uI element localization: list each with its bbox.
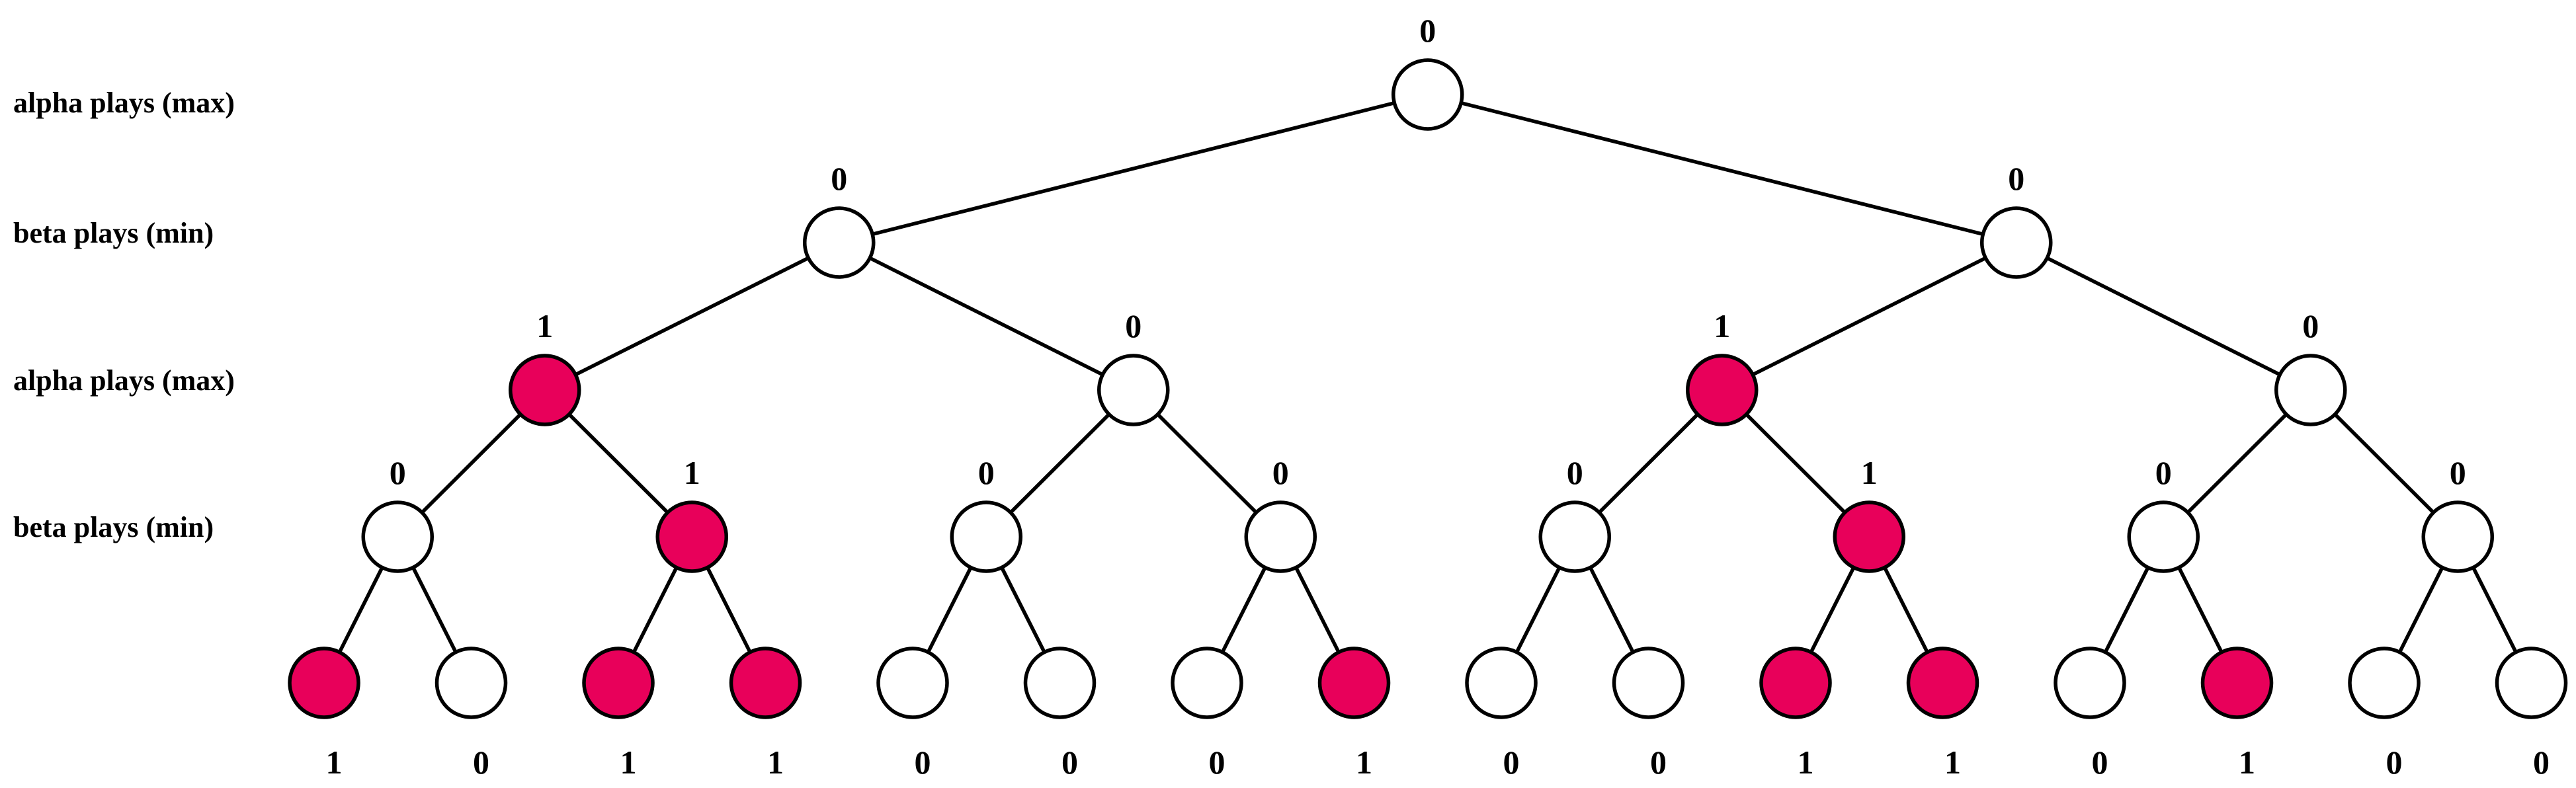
node-value-l3-1: 1 <box>684 454 700 491</box>
leaf-value-9: 0 <box>1650 744 1667 781</box>
alpha-node-2 <box>1686 354 1759 426</box>
leaf-value-5: 0 <box>1061 744 1078 781</box>
leaf-node-0 <box>288 647 360 719</box>
node-value-l2-1: 0 <box>1125 307 1142 344</box>
leaf-value-1: 0 <box>473 744 489 781</box>
beta-node-2 <box>950 500 1022 573</box>
leaf-node-14 <box>2348 647 2421 719</box>
leaf-node-5 <box>1023 647 1097 719</box>
node-value-l3-5: 1 <box>1861 454 1878 491</box>
beta-node-6 <box>2127 500 2200 573</box>
leaf-value-6: 0 <box>1209 744 1226 781</box>
beta-node-5 <box>1833 500 1905 573</box>
beta-node-7 <box>2421 500 2494 573</box>
leaf-node-6 <box>1171 647 1243 719</box>
leaf-value-13: 1 <box>2239 744 2255 781</box>
node-value-l2-2: 1 <box>1714 307 1730 344</box>
leaf-value-10: 1 <box>1798 744 1814 781</box>
node-value-l2-3: 0 <box>2302 307 2319 344</box>
leaf-value-14: 0 <box>2386 744 2403 781</box>
tree-edge-l0-0-right <box>1427 93 2017 245</box>
leaf-node-1 <box>435 647 508 719</box>
beta-node-0 <box>361 500 434 573</box>
leaf-node-2 <box>582 647 655 719</box>
level-labels: alpha plays (max) beta plays (min) alpha… <box>13 87 235 543</box>
leaf-value-11: 1 <box>1944 744 1961 781</box>
leaf-value-7: 1 <box>1356 744 1372 781</box>
leaf-node-11 <box>1906 647 1979 719</box>
tree-edge-l1-1-right <box>2015 241 2311 392</box>
node-values: 0 0 0 1 0 1 0 0 1 0 0 0 1 0 0 1 0 1 1 0 0 0 1 0 0 1 1 0 1 0 0 <box>326 12 2550 781</box>
leaf-node-13 <box>2200 647 2274 719</box>
tree-edge-l1-1-left <box>1721 241 2017 392</box>
beta-node-4 <box>1538 500 1611 573</box>
tree-edge-l1-0-right <box>838 241 1134 392</box>
node-value-l0-0: 0 <box>1419 12 1436 49</box>
beta-node-1 <box>1980 206 2053 279</box>
tree-edge-l1-0-left <box>544 241 840 392</box>
level-label-1: beta plays (min) <box>13 217 214 249</box>
leaf-node-4 <box>876 647 949 719</box>
level-label-3: beta plays (min) <box>13 511 214 543</box>
node-value-l1-1: 0 <box>2008 160 2024 197</box>
node-value-l3-4: 0 <box>1567 454 1583 491</box>
beta-node-3 <box>1244 500 1317 573</box>
tree-edges <box>322 93 2533 684</box>
leaf-node-15 <box>2495 647 2568 719</box>
leaf-node-3 <box>729 647 802 719</box>
beta-node-0 <box>803 206 876 279</box>
leaf-node-10 <box>1759 647 1832 719</box>
level-label-0: alpha plays (max) <box>13 87 235 119</box>
leaf-value-3: 1 <box>767 744 784 781</box>
alpha-node-3 <box>2274 354 2347 426</box>
node-value-l3-2: 0 <box>978 454 995 491</box>
node-value-l3-6: 0 <box>2155 454 2172 491</box>
leaf-value-4: 0 <box>915 744 931 781</box>
root-node <box>1392 58 1464 131</box>
beta-node-1 <box>655 500 728 573</box>
leaf-node-9 <box>1612 647 1685 719</box>
tree-edge-l0-0-left <box>839 93 1429 245</box>
node-value-l3-0: 0 <box>390 454 406 491</box>
leaf-value-8: 0 <box>1503 744 1520 781</box>
leaf-node-7 <box>1317 647 1391 719</box>
leaf-node-12 <box>2054 647 2126 719</box>
alpha-node-1 <box>1097 354 1170 426</box>
leaf-node-8 <box>1465 647 1538 719</box>
alpha-node-0 <box>509 354 581 426</box>
tree-nodes <box>288 58 2568 719</box>
leaf-value-2: 1 <box>620 744 637 781</box>
node-value-l3-7: 0 <box>2450 454 2466 491</box>
node-value-l3-3: 0 <box>1272 454 1289 491</box>
leaf-value-0: 1 <box>326 744 343 781</box>
level-label-2: alpha plays (max) <box>13 364 235 397</box>
leaf-value-12: 0 <box>2092 744 2108 781</box>
node-value-l1-0: 0 <box>831 160 847 197</box>
leaf-value-15: 0 <box>2533 744 2550 781</box>
node-value-l2-0: 1 <box>536 307 553 344</box>
